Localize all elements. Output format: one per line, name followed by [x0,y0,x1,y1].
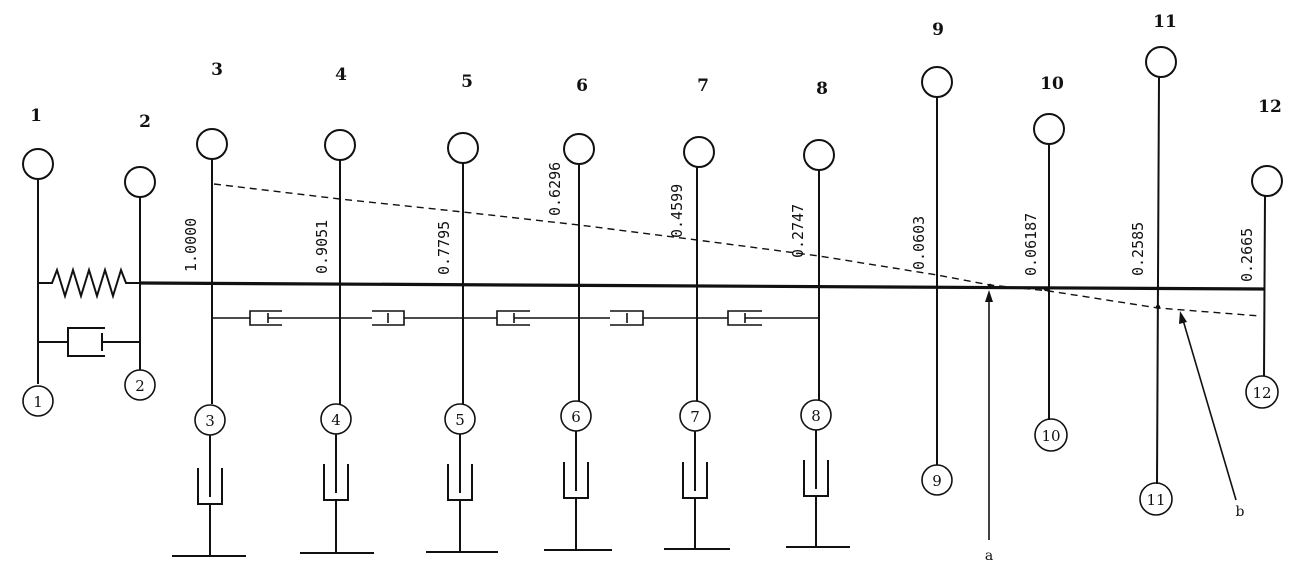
node-label-4: 4 [335,65,347,85]
node-label-7: 7 [697,76,709,96]
node-number-4: 4 [331,411,341,429]
ratio-label-4: 0.9051 [313,220,331,274]
node-label-1: 1 [30,106,42,126]
node-number-circle-11 [1139,482,1173,516]
ratio-label-10: 0.06187 [1022,213,1040,276]
spring-1-2 [38,266,140,300]
node-number-circle-2 [124,369,156,401]
node-1: 1 1 [22,106,54,417]
node-line-11 [1156,76,1160,485]
annotation-b: b [1179,311,1245,520]
node-line-12 [1263,195,1266,377]
node-number-6: 6 [571,408,581,426]
node-12: 12 12 0.2665 [1238,97,1283,409]
mass-circle-8 [803,139,835,171]
annotation-a: a [985,290,993,564]
ratio-label-3: 1.0000 [182,218,200,272]
node-number-circle-12 [1245,375,1279,409]
ratio-label-6: 0.6296 [546,162,564,216]
ratio-label-7: 0.4599 [668,184,686,238]
mode-shape-dashed-line [213,183,1261,317]
node-number-8: 8 [811,407,821,425]
mass-circle-4 [324,129,356,161]
ratio-label-11: 0.2585 [1129,222,1147,276]
node-9: 9 9 0.0603 [910,20,953,496]
node-label-11: 11 [1153,12,1177,32]
ground-damper-6 [544,431,612,551]
node-number-5: 5 [455,411,465,429]
main-shaft [139,281,1266,291]
node-label-2: 2 [139,112,151,132]
damper-1-2 [38,327,140,357]
shaft-junction-markers [987,283,1161,310]
ground-damper-7 [664,431,730,550]
node-number-10: 10 [1041,427,1060,445]
ratio-label-5: 0.7795 [435,221,453,275]
node-number-circle-9 [921,464,953,496]
node-number-7: 7 [690,408,700,426]
node-label-5: 5 [461,72,473,92]
node-label-12: 12 [1258,97,1282,117]
mass-circle-5 [447,132,479,164]
annotation-a-label: a [985,548,993,564]
ground-damper-4 [300,434,374,554]
node-3: 3 3 1.0000 [182,60,228,436]
node-label-6: 6 [576,76,588,96]
annotation-b-label: b [1236,504,1245,520]
mass-circle-2 [124,166,156,198]
node-label-8: 8 [816,79,828,99]
mass-circle-3 [196,128,228,160]
ratio-label-8: 0.2747 [789,204,807,258]
ground-damper-3 [172,435,246,557]
ratio-label-12: 0.2665 [1238,228,1256,282]
mass-circle-11 [1145,46,1177,78]
mass-circle-12 [1251,165,1283,197]
mass-circle-6 [563,133,595,165]
ground-damper-8 [786,430,850,548]
node-5: 5 5 0.7795 [435,72,479,435]
node-10: 10 10 0.06187 [1022,74,1068,452]
ground-damper-5 [426,434,498,553]
node-number-circle-10 [1034,418,1068,452]
node-label-9: 9 [932,20,944,40]
node-number-11: 11 [1146,491,1165,509]
node-number-9: 9 [932,472,942,490]
node-8: 8 8 0.2747 [789,79,835,431]
ratio-label-9: 0.0603 [910,216,928,270]
mass-circle-9 [921,66,953,98]
node-number-circle-1 [22,385,54,417]
node-number-3: 3 [205,412,215,430]
node-number-12: 12 [1252,384,1271,402]
mass-circle-1 [22,148,54,180]
node-4: 4 4 0.9051 [313,65,356,435]
node-6: 6 6 0.6296 [546,76,595,432]
node-number-2: 2 [135,377,145,395]
node-7: 7 7 0.4599 [668,76,715,432]
damper-chain-3-8 [212,310,819,326]
node-2: 2 2 [124,112,156,401]
mass-circle-7 [683,136,715,168]
node-11: 11 11 0.2585 [1129,12,1177,516]
node-number-1: 1 [33,393,43,411]
node-label-10: 10 [1040,74,1064,94]
mass-circle-10 [1033,113,1065,145]
node-label-3: 3 [211,60,223,80]
